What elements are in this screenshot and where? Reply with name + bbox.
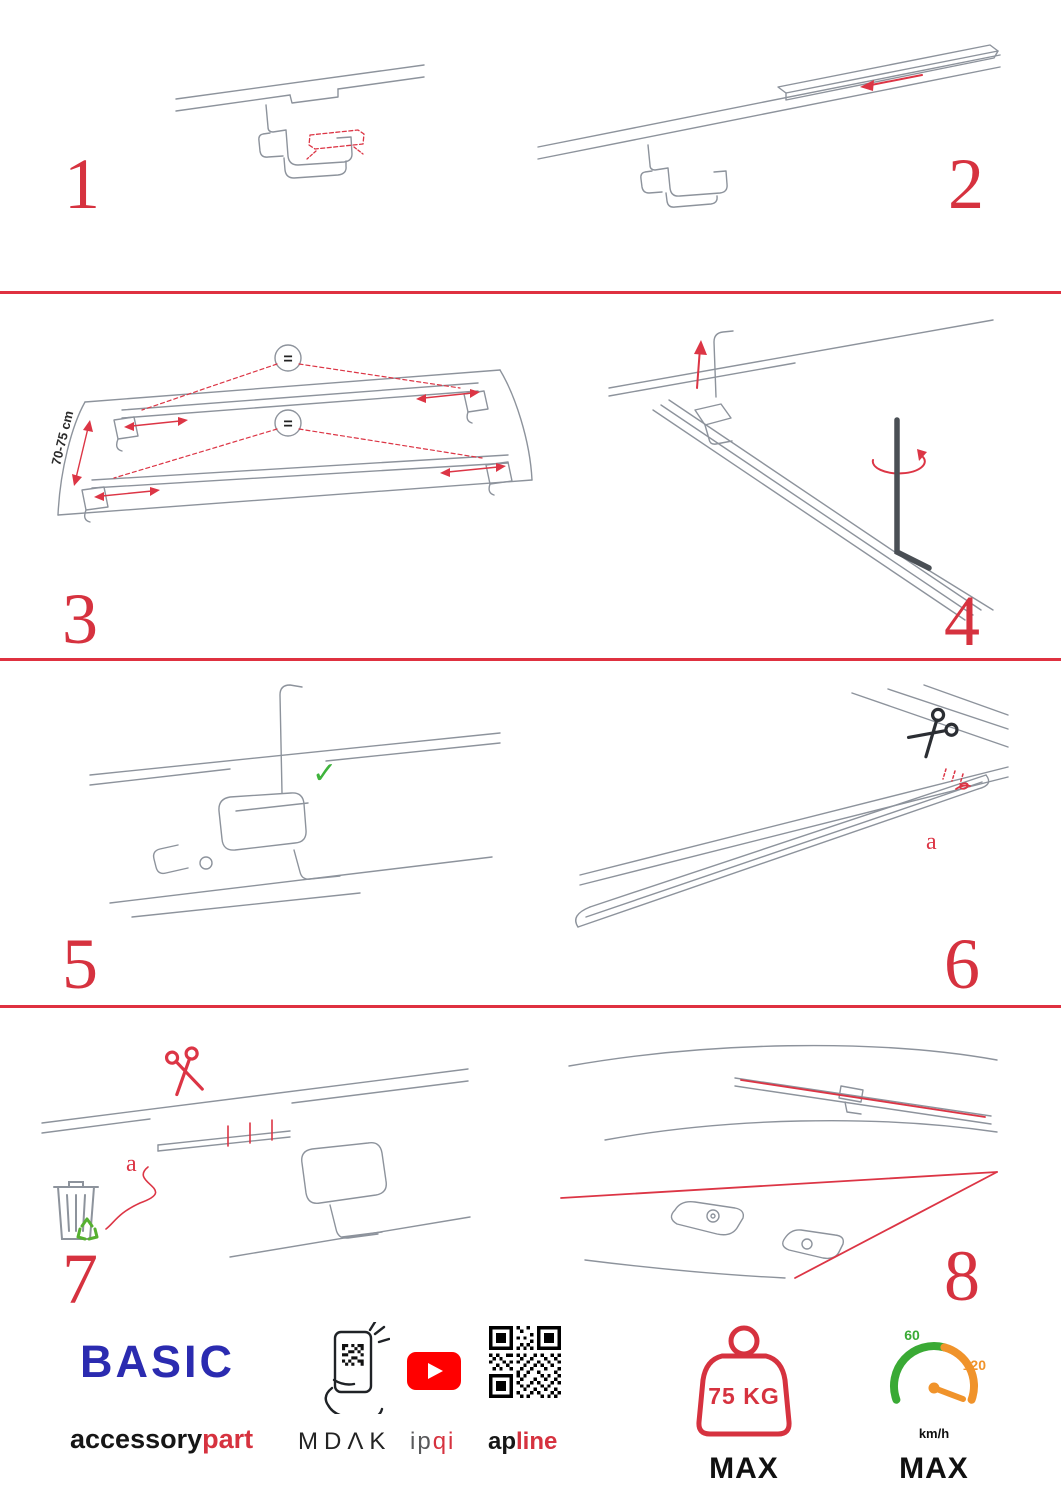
logo-ipqi: ipqi [410,1428,455,1456]
speedometer-icon: 60 120 [890,1327,987,1404]
youtube-icon [407,1352,461,1390]
allen-key-icon [894,417,932,571]
speed-unit-label: km/h [918,1426,950,1441]
step-5-number: 5 [62,924,98,1004]
weight-max-label: MAX [709,1452,779,1485]
speed-min-label: 60 [904,1327,920,1343]
step-2-number: 2 [948,144,984,224]
section-divider [0,1005,1061,1008]
recycle-icon [76,1217,99,1241]
weight-limit-icon: 75 KG [696,1325,792,1437]
logo-mdak: MDΛK [298,1428,392,1455]
logo-apline-line: line [516,1428,558,1455]
scissors-icon [163,1045,207,1097]
step-6-number: 6 [944,924,980,1004]
step-3-illustration: = = 70-75 cm [48,344,533,523]
logo-ipqi-qi: qi [432,1428,456,1455]
step-2-illustration [537,44,1001,208]
speed-max-value-label: 120 [963,1357,987,1373]
brand-accessorypart: accessorypart [70,1424,253,1455]
step-8-illustration [560,1044,998,1279]
equal-sign-bottom: = [283,416,292,433]
cut-label-a: a [126,1151,137,1177]
step-1-number: 1 [64,144,100,224]
brand-basic: BASIC [80,1336,236,1387]
equal-sign-top: = [283,351,292,368]
bar-distance-label: 70-75 cm [48,409,76,467]
step-8-number: 8 [944,1236,980,1316]
check-icon: ✓ [312,756,337,791]
step-1-illustration [175,64,425,179]
step-5-illustration: ✓ [89,684,501,918]
logo-apline: apline [488,1428,557,1456]
speed-max-label: MAX [899,1452,969,1485]
equal-spacing-markers: = = [274,344,302,437]
step-4-illustration [608,319,994,621]
brand-part: part [202,1424,254,1454]
step-3-number: 3 [62,579,98,659]
measure-arrowheads [72,389,506,501]
section-divider [0,658,1061,661]
step-6-illustration: a [575,684,1009,928]
qr-code [489,1326,561,1398]
step-4-number: 4 [944,581,980,661]
section-divider [0,291,1061,294]
weight-limit-value: 75 KG [708,1383,779,1409]
brand-accessory: accessory [70,1424,203,1454]
qr-scan-phone-icon [324,1322,390,1414]
step-7-illustration: a [41,1045,471,1258]
logo-ipqi-ip: ip [410,1428,433,1455]
cut-label-a: a [926,829,937,855]
logo-apline-ap: ap [488,1428,517,1455]
step-7-number: 7 [62,1239,98,1319]
trash-bin-icon [53,1181,99,1240]
